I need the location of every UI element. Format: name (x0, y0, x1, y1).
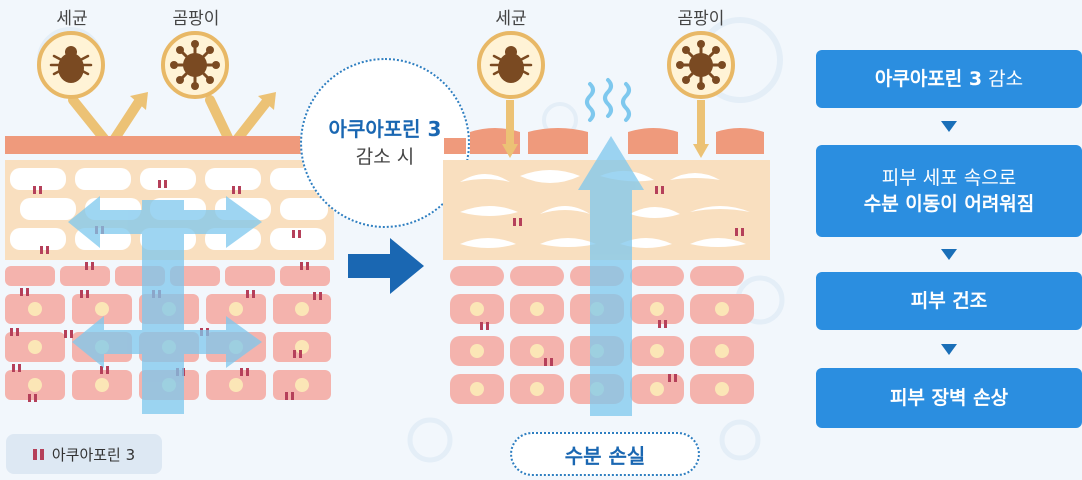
bacteria-icon (477, 31, 545, 99)
water-flow-arrows (68, 196, 262, 414)
step-1-text: 감소 (982, 68, 1024, 90)
skin-top-layer (5, 136, 334, 154)
water-loss-label: 수분 손실 (510, 432, 700, 476)
water-loss-arrow (578, 136, 644, 416)
step-1-box: 아쿠아포린 3 감소 (816, 50, 1082, 108)
right-bacteria-label: 세균 (495, 9, 527, 29)
left-skin-diagram (5, 92, 334, 414)
right-skin-diagram (443, 78, 770, 416)
transition-arrow-icon (348, 238, 424, 294)
bacteria-icon (37, 31, 105, 99)
step-2-text: 피부 세포 속으로 (881, 167, 1017, 189)
step-3-bold: 피부 건조 (910, 290, 988, 312)
step-4-bold: 피부 장벽 손상 (889, 387, 1009, 409)
aquaporin-marker-icon (32, 448, 44, 460)
skin-top-layer-damaged (444, 128, 764, 154)
aquaporin-markers (480, 186, 744, 382)
callout-subtitle: 감소 시 (355, 146, 415, 168)
vapor-icon (585, 78, 631, 122)
step-arrow-icon (941, 249, 957, 260)
callout-title: 아쿠아포린 3 (328, 117, 442, 141)
microbe-invade-arrow (502, 100, 709, 158)
step-arrow-icon (941, 121, 957, 132)
fungus-icon (161, 31, 229, 99)
left-fungus-label: 곰팡이 (172, 9, 220, 29)
left-bacteria-label: 세균 (56, 9, 88, 29)
step-3-box: 피부 건조 (816, 272, 1082, 330)
legend-label: 아쿠아포린 3 (51, 445, 136, 464)
right-fungus-label: 곰팡이 (677, 9, 725, 29)
legend: 아쿠아포린 3 (6, 434, 162, 474)
callout-circle: 아쿠아포린 3 감소 시 (300, 58, 470, 228)
step-1-bold: 아쿠아포린 3 (874, 68, 983, 90)
step-arrow-icon (941, 344, 957, 355)
step-2-box: 피부 세포 속으로 수분 이동이 어려워짐 (816, 145, 1082, 237)
fungus-icon (667, 31, 735, 99)
step-2-bold: 수분 이동이 어려워짐 (863, 193, 1035, 215)
step-4-box: 피부 장벽 손상 (816, 368, 1082, 428)
